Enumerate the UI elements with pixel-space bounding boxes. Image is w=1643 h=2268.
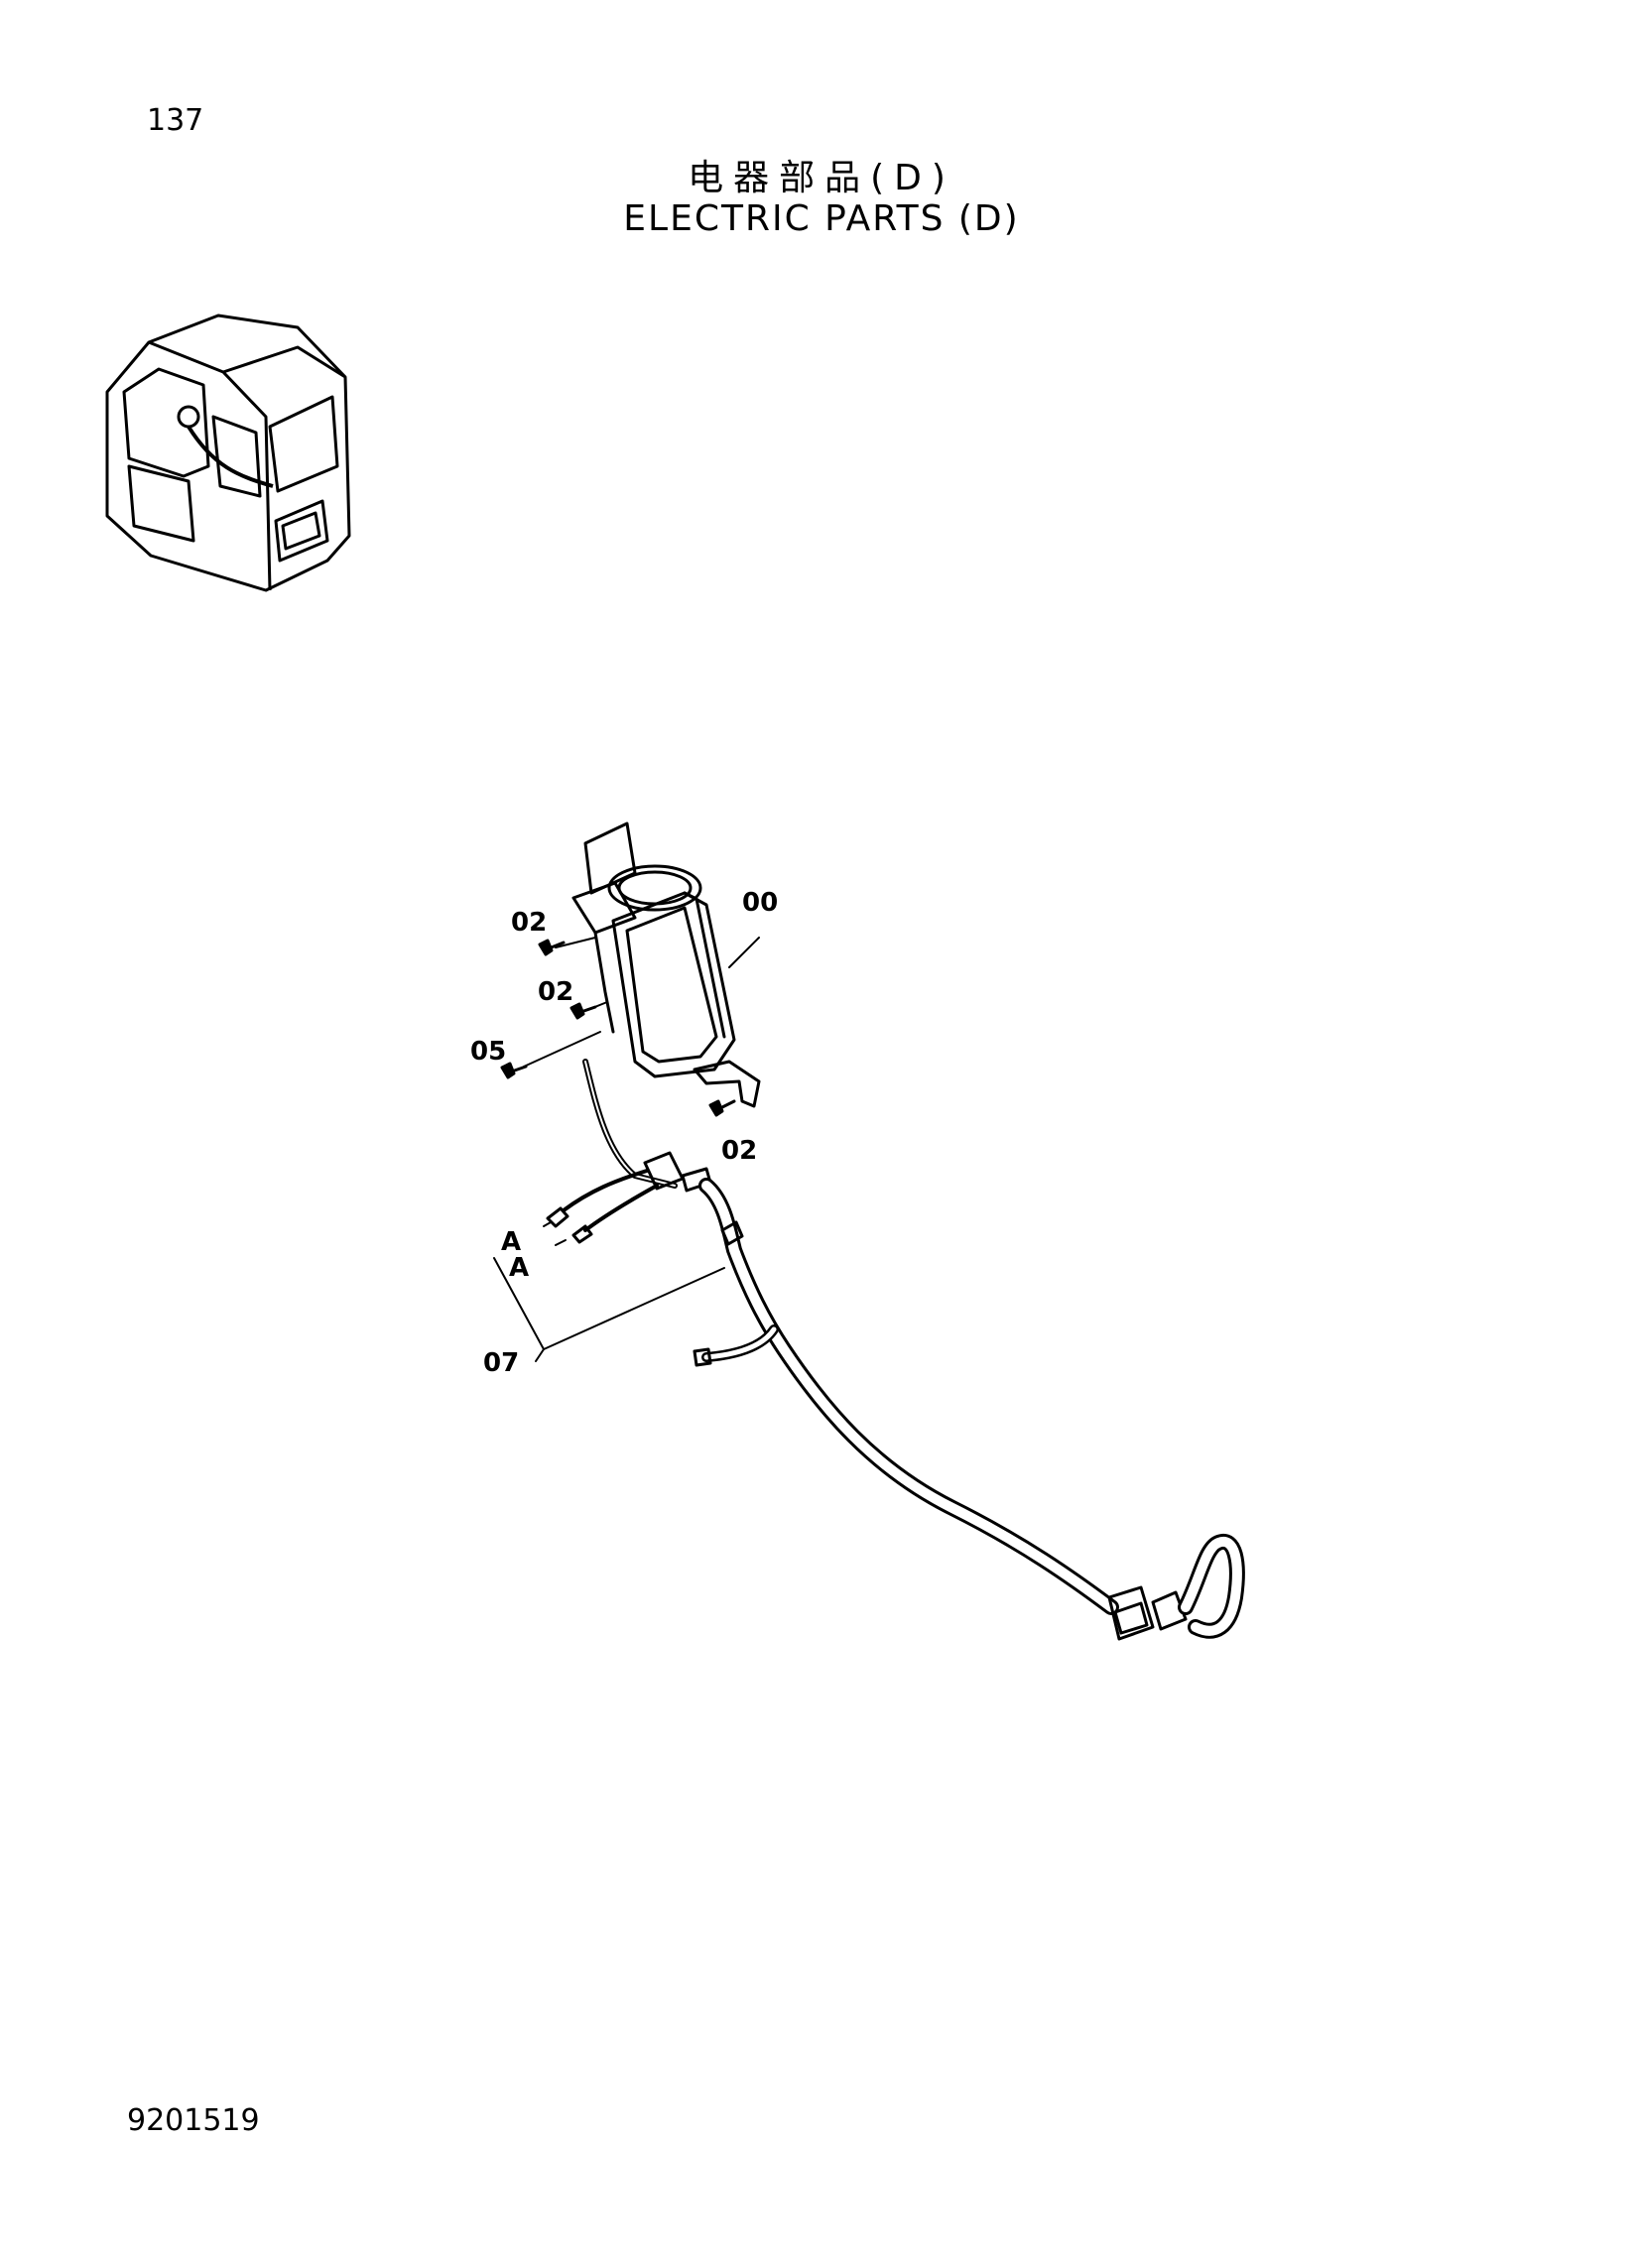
page-number: 137 [147,103,204,138]
callout-05: 05 [470,1037,506,1067]
callout-02-upper: 02 [511,908,547,938]
callout-02-lower: 02 [721,1136,757,1166]
callout-02-middle: 02 [538,977,573,1007]
rear-view-camera-assembly [493,821,1245,1641]
cab-locator-thumbnail [105,314,351,592]
callout-07: 07 [483,1348,519,1378]
page-title-chinese: 电器部品(D) [688,158,955,198]
page-title-english: ELECTRIC PARTS (D) [623,198,1020,239]
document-number: 9201519 [127,2103,260,2138]
callout-A-lower: A [509,1253,529,1283]
callout-A-upper: A [501,1227,521,1257]
callout-00: 00 [742,888,778,918]
